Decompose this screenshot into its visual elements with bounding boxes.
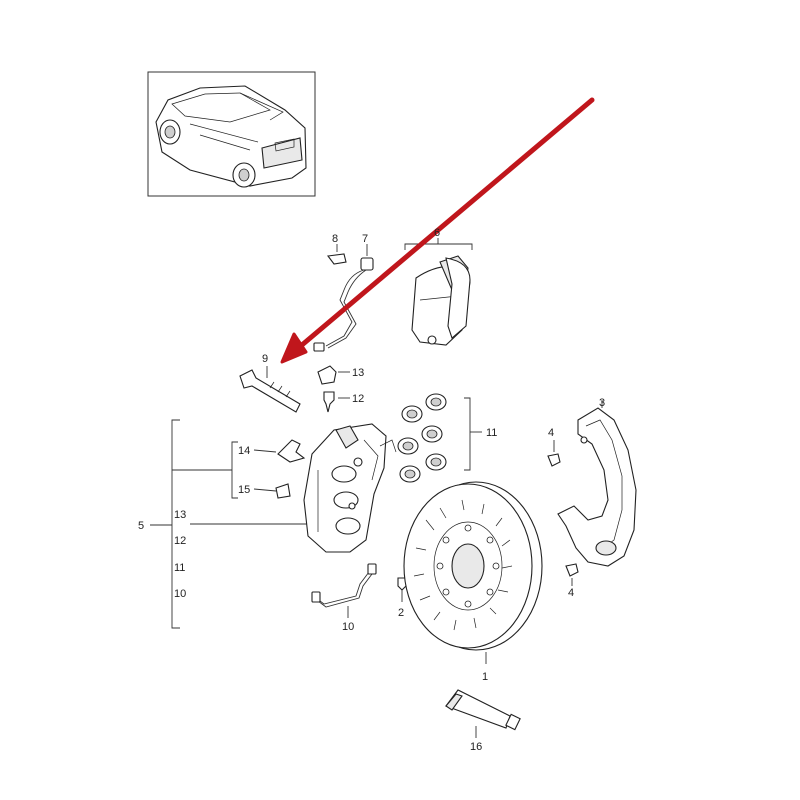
label-part-13-list: 13: [174, 509, 186, 521]
label-part-10-list: 10: [174, 588, 186, 600]
label-part-2: 2: [398, 607, 404, 619]
label-part-14: 14: [238, 445, 250, 457]
pointer-arrow: [280, 97, 595, 364]
shield-bolt-part-4a: [547, 440, 561, 467]
assembly-bracket-5: [150, 419, 330, 629]
label-part-4-upper: 4: [548, 427, 554, 439]
label-part-8: 8: [332, 233, 338, 245]
label-part-11-list: 11: [174, 562, 185, 574]
wear-sensor-part-7: [313, 244, 374, 352]
bleeder-cap-part-13: [317, 365, 350, 385]
brake-disc-part-1: [403, 481, 543, 664]
label-part-15: 15: [238, 484, 250, 496]
label-part-6: 6: [434, 227, 440, 239]
spring-clip-part-15: [275, 483, 291, 499]
caliper-seals-part-11: [397, 393, 482, 483]
label-part-9: 9: [262, 353, 268, 365]
splash-shield-part-3: [557, 400, 637, 567]
car-illustration-icon: [155, 85, 307, 188]
brake-line-part-10: [311, 563, 377, 618]
label-part-12-list: 12: [174, 535, 186, 547]
label-part-3: 3: [599, 397, 605, 409]
leader-lines: [253, 449, 277, 492]
sensor-clip-part-8: [326, 244, 347, 265]
bleeder-screw-part-12: [323, 391, 350, 413]
label-part-16: 16: [470, 741, 482, 753]
caliper-bolt-part-9: [239, 366, 301, 413]
vehicle-inset: [147, 71, 316, 197]
shield-bolt-part-4b: [565, 563, 579, 586]
brake-caliper-part-5: [303, 423, 397, 553]
label-part-1: 1: [482, 671, 488, 683]
grease-tube-part-16: [445, 689, 521, 738]
label-part-13: 13: [352, 367, 364, 379]
label-part-5: 5: [138, 520, 144, 532]
label-part-10: 10: [342, 621, 354, 633]
label-part-12: 12: [352, 393, 364, 405]
disc-screw-part-2: [397, 577, 407, 602]
label-part-11: 11: [486, 427, 497, 439]
spring-clip-part-14: [277, 439, 306, 463]
brake-pads-part-6: [404, 238, 473, 346]
label-part-7: 7: [362, 233, 368, 245]
label-part-4-lower: 4: [568, 587, 574, 599]
